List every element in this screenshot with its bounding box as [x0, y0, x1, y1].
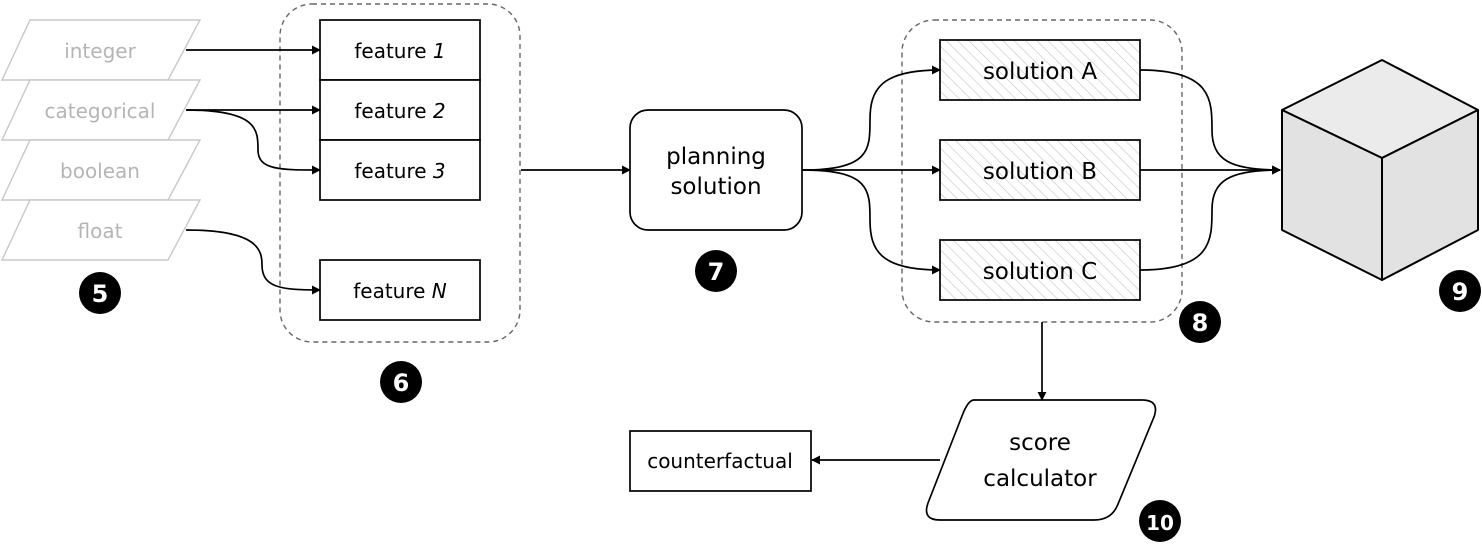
- badge-9: 9: [1439, 270, 1481, 312]
- solutions-group-outline: [901, 19, 1183, 323]
- badge-5: 5: [79, 272, 121, 314]
- solution-label: solution A: [983, 59, 1097, 85]
- input-type-float: float: [0, 199, 202, 261]
- feature-label: feature: [354, 99, 433, 123]
- solution-label: solution B: [983, 159, 1097, 185]
- svg-text:6: 6: [393, 369, 410, 397]
- solution-box-a: solution A: [939, 39, 1141, 101]
- feature-box-n: feature N: [319, 259, 481, 321]
- feature-box-2: feature 2: [319, 79, 481, 141]
- svg-text:5: 5: [92, 280, 109, 308]
- feature-index: 1: [433, 39, 446, 63]
- input-type-integer: integer: [0, 19, 202, 81]
- badge-7: 7: [695, 250, 737, 292]
- cube-icon: [1281, 59, 1479, 281]
- edge-solution-a-to-cube: [1139, 69, 1281, 175]
- input-type-categorical: categorical: [0, 79, 202, 141]
- planning-label-line2: solution: [670, 174, 761, 200]
- input-type-label: categorical: [45, 99, 156, 123]
- svg-text:9: 9: [1452, 278, 1469, 306]
- solution-box-b: solution B: [939, 139, 1141, 201]
- edge-solution-c-to-cube: [1139, 165, 1281, 271]
- feature-group-outline: [279, 3, 521, 343]
- input-type-label: boolean: [60, 159, 140, 183]
- feature-label: feature: [353, 279, 432, 303]
- badge-6: 6: [380, 361, 422, 403]
- score-label-line1: score: [1009, 430, 1071, 456]
- feature-box-1: feature 1: [319, 19, 481, 81]
- badge-10: 10: [1139, 500, 1181, 542]
- input-type-label: float: [78, 219, 123, 243]
- input-type-label: integer: [64, 39, 136, 63]
- feature-label: feature: [354, 39, 433, 63]
- svg-text:feature 2: feature 2: [354, 99, 445, 123]
- svg-text:8: 8: [1192, 309, 1209, 337]
- edge-categorical-to-feature-3: [185, 109, 321, 175]
- planning-label-line1: planning: [666, 144, 766, 170]
- feature-index: 3: [433, 159, 446, 183]
- input-type-boolean: boolean: [0, 139, 202, 201]
- svg-text:feature 1: feature 1: [354, 39, 445, 63]
- solution-box-c: solution C: [939, 239, 1141, 301]
- counterfactual-box: counterfactual: [629, 430, 812, 492]
- svg-text:7: 7: [708, 258, 725, 286]
- solution-label: solution C: [983, 259, 1097, 285]
- score-calculator-shape: score calculator: [925, 399, 1157, 521]
- svg-text:feature 3: feature 3: [354, 159, 445, 183]
- feature-box-3: feature 3: [319, 139, 481, 201]
- edge-planning-to-solution-a: [801, 65, 941, 171]
- edge-float-to-feature-n: [185, 229, 321, 295]
- feature-label: feature: [354, 159, 433, 183]
- counterfactual-label: counterfactual: [647, 449, 793, 473]
- feature-index: N: [432, 279, 447, 303]
- edge-planning-to-solution-c: [801, 169, 941, 275]
- svg-text:feature N: feature N: [353, 279, 447, 303]
- svg-text:10: 10: [1146, 511, 1174, 535]
- feature-index: 2: [433, 99, 446, 123]
- score-label-line2: calculator: [983, 466, 1097, 492]
- planning-solution-box: planning solution: [629, 109, 803, 231]
- badge-8: 8: [1179, 301, 1221, 343]
